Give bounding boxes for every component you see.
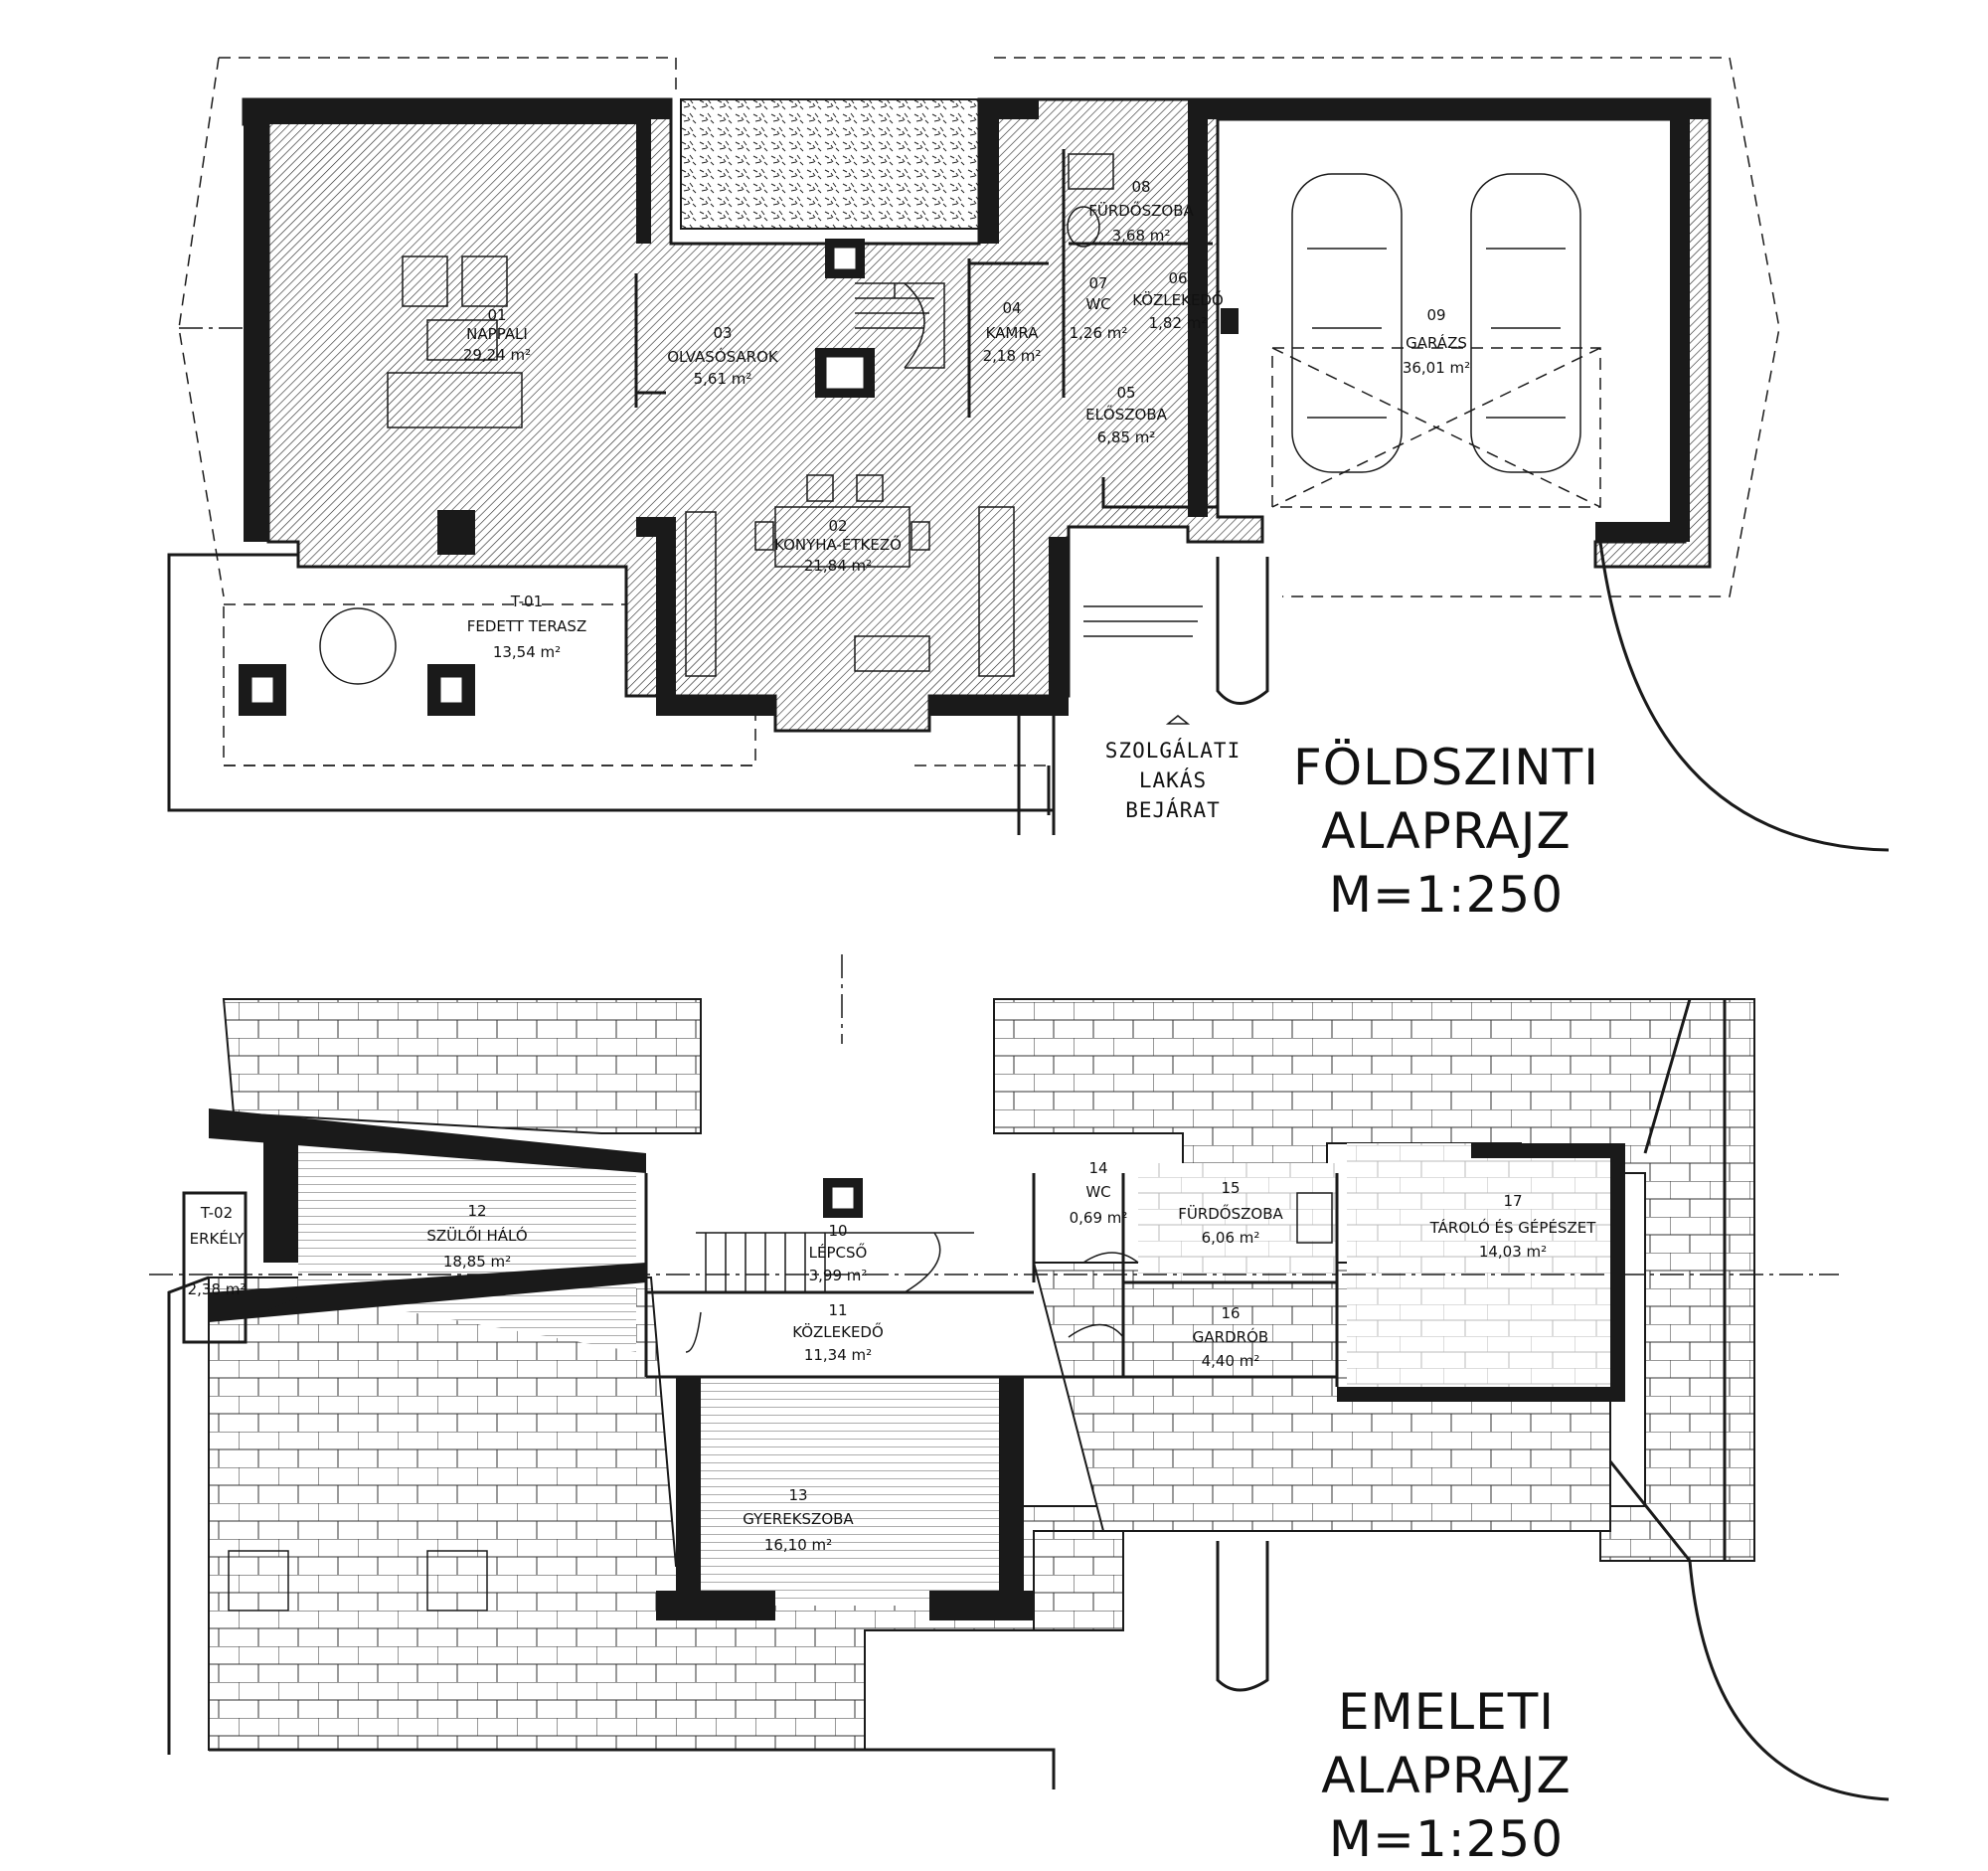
svg-text:3,68 m²: 3,68 m² [1112,227,1171,245]
svg-text:SZÜLŐI HÁLÓ: SZÜLŐI HÁLÓ [426,1225,527,1245]
svg-text:KÖZLEKEDŐ: KÖZLEKEDŐ [1132,289,1224,309]
svg-text:16: 16 [1221,1304,1240,1322]
service-entrance-label: SZOLGÁLATI LAKÁS BEJÁRAT [1069,736,1277,825]
svg-text:3,99 m²: 3,99 m² [809,1267,868,1284]
svg-text:OLVASÓSAROK: OLVASÓSAROK [667,347,779,366]
svg-text:T-01: T-01 [510,593,543,610]
svg-text:6,06 m²: 6,06 m² [1202,1229,1260,1247]
svg-text:07: 07 [1088,274,1107,292]
svg-text:09: 09 [1426,306,1445,324]
svg-text:15: 15 [1221,1179,1240,1197]
svg-text:01: 01 [487,306,506,324]
svg-text:GYEREKSZOBA: GYEREKSZOBA [743,1510,854,1528]
child-room-floor [701,1377,999,1606]
ground-floor-title: FÖLDSZINTI ALAPRAJZ M=1:250 [1247,736,1645,927]
svg-text:GARDRÓB: GARDRÓB [1193,1327,1268,1346]
svg-text:T-02: T-02 [200,1204,233,1222]
svg-text:10: 10 [828,1222,847,1240]
svg-text:FÜRDŐSZOBA: FÜRDŐSZOBA [1178,1203,1283,1223]
svg-text:TÁROLÓ ÉS GÉPÉSZET: TÁROLÓ ÉS GÉPÉSZET [1429,1218,1597,1237]
svg-text:18,85 m²: 18,85 m² [443,1253,511,1271]
svg-text:29,24 m²: 29,24 m² [463,346,531,364]
svg-text:2,18 m²: 2,18 m² [983,347,1042,365]
gravel-courtyard [680,98,1015,230]
svg-text:14,03 m²: 14,03 m² [1479,1243,1547,1261]
svg-text:12: 12 [467,1202,486,1220]
svg-text:16,10 m²: 16,10 m² [764,1536,832,1554]
svg-text:04: 04 [1002,299,1021,317]
svg-text:05: 05 [1116,384,1135,402]
svg-text:1,26 m²: 1,26 m² [1070,324,1128,342]
svg-text:4,40 m²: 4,40 m² [1202,1352,1260,1370]
ground-floor-title-line1: FÖLDSZINTI [1293,739,1599,796]
svg-text:11,34 m²: 11,34 m² [804,1346,872,1364]
svg-text:WC: WC [1085,295,1110,313]
svg-text:11: 11 [828,1301,847,1319]
ground-floor-title-line2: ALAPRAJZ M=1:250 [1321,802,1572,924]
svg-text:KONYHA-ÉTKEZŐ: KONYHA-ÉTKEZŐ [774,534,902,554]
upper-floor-title-line2: ALAPRAJZ M=1:250 [1321,1747,1572,1868]
svg-text:GARÁZS: GARÁZS [1406,333,1467,352]
upper-floor-plan [149,954,1890,1801]
svg-text:21,84 m²: 21,84 m² [804,557,872,575]
svg-text:1,82 m²: 1,82 m² [1149,314,1208,332]
svg-text:NAPPALI: NAPPALI [466,325,528,343]
svg-text:6,85 m²: 6,85 m² [1097,428,1156,446]
storage-floor [1347,1143,1625,1387]
svg-text:LÉPCSŐ: LÉPCSŐ [809,1242,868,1262]
svg-text:FEDETT TERASZ: FEDETT TERASZ [467,617,586,635]
svg-text:36,01 m²: 36,01 m² [1403,359,1470,377]
ground-floor-plan [167,57,1890,852]
svg-text:5,61 m²: 5,61 m² [694,370,752,388]
svg-text:06: 06 [1168,269,1187,287]
bath-floor [1138,1163,1337,1282]
svg-text:0,69 m²: 0,69 m² [1070,1209,1128,1227]
svg-text:2,38 m²: 2,38 m² [188,1280,247,1298]
svg-text:WC: WC [1085,1183,1110,1201]
svg-text:14: 14 [1088,1159,1107,1177]
svg-text:ELŐSZOBA: ELŐSZOBA [1085,404,1168,424]
svg-text:08: 08 [1131,178,1150,196]
entrance-label-line2: BEJÁRAT [1125,798,1221,822]
upper-floor-title: EMELETI ALAPRAJZ M=1:250 [1247,1680,1645,1871]
svg-text:13,54 m²: 13,54 m² [493,643,561,661]
svg-text:13: 13 [788,1486,807,1504]
svg-text:03: 03 [713,324,732,342]
svg-text:17: 17 [1503,1192,1522,1210]
upper-floor-title-line1: EMELETI [1337,1683,1556,1741]
car-icon-2 [1470,173,1581,473]
svg-text:02: 02 [828,517,847,535]
car-icon-1 [1291,173,1403,473]
svg-text:KÖZLEKEDŐ: KÖZLEKEDŐ [792,1321,884,1341]
balcony [182,1191,248,1344]
svg-text:ERKÉLY: ERKÉLY [190,1229,246,1248]
entrance-label-line1: SZOLGÁLATI LAKÁS [1104,739,1242,792]
svg-text:FÜRDŐSZOBA: FÜRDŐSZOBA [1088,200,1194,220]
svg-text:KAMRA: KAMRA [986,324,1040,342]
